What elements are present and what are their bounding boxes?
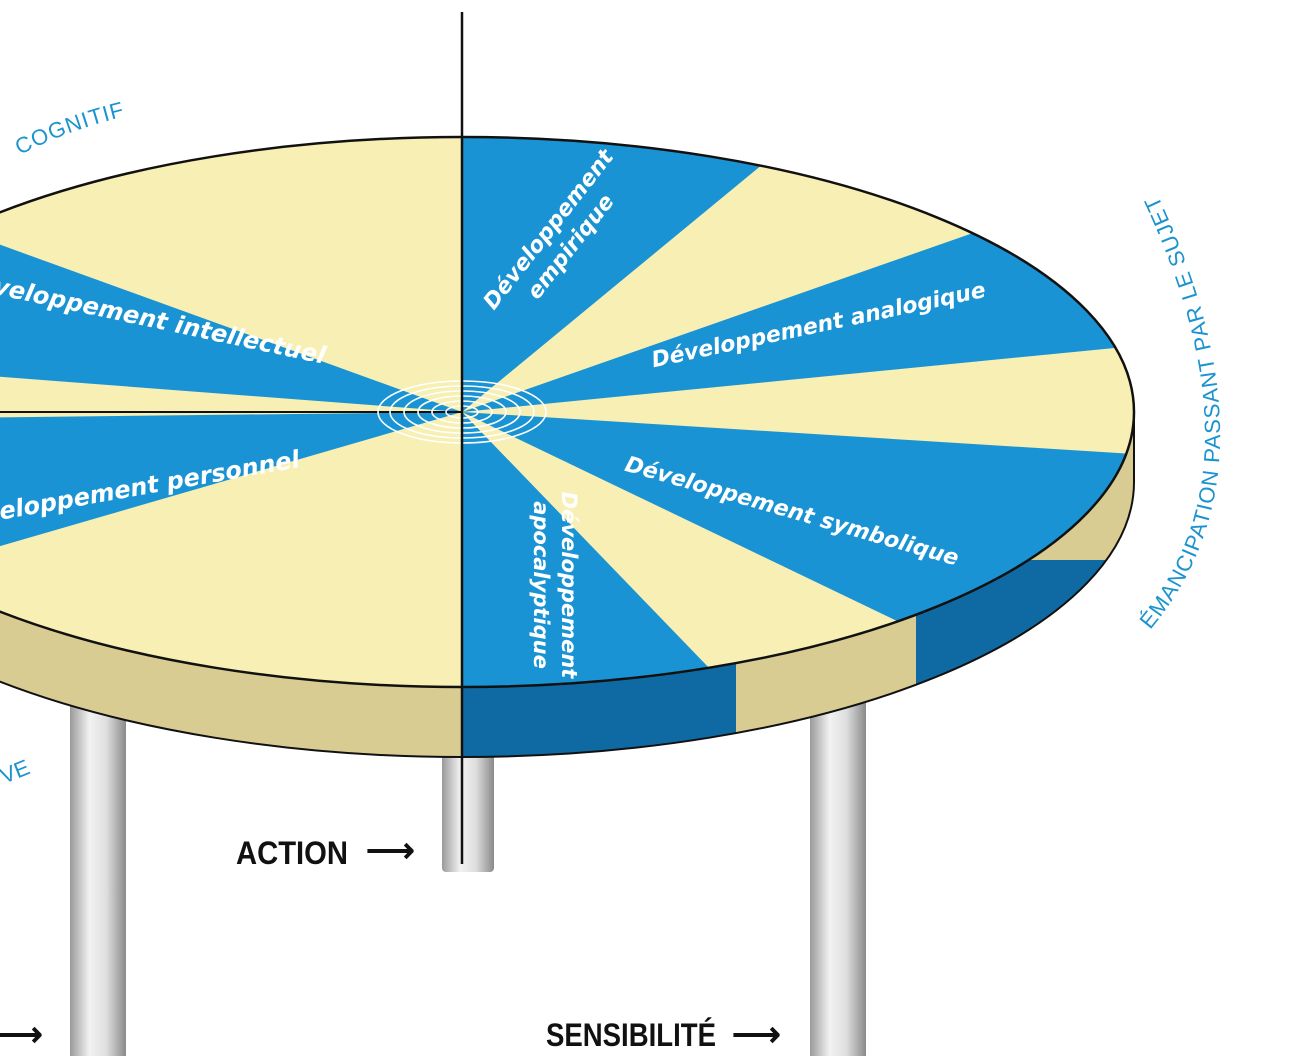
table-top [0, 135, 1136, 689]
arrow-left-leg: ⟶ [0, 1016, 43, 1054]
arrow-action: ⟶ [366, 832, 415, 870]
table-leg-left [70, 700, 126, 1056]
segment-apocalyptique [462, 412, 740, 687]
label-apocalyptique-line1: Développement [557, 492, 581, 680]
segment-empirique [462, 137, 780, 412]
table-leg-center [442, 740, 494, 872]
segment-intellectuel [0, 165, 462, 412]
label-cognitif: COGNITIF [11, 97, 127, 160]
label-apocalyptique-line2: apocalyptique [529, 501, 553, 669]
label-sensibilite: SENSIBILITÉ [546, 1017, 716, 1053]
segment-analogique [462, 220, 1134, 412]
label-bottom-left-fragment: VE [0, 754, 33, 788]
label-emancipation: ÉMANCIPATION PASSANT PAR LE SUJET [1135, 192, 1226, 633]
label-action: ACTION [236, 835, 348, 871]
leg-labels: ACTION ⟶ SENSIBILITÉ ⟶ ⟶ [0, 832, 781, 1054]
table-legs [70, 690, 866, 1056]
segment-symbolique [462, 412, 1134, 632]
segment-personnel [0, 412, 462, 610]
table-leg-right [810, 690, 866, 1056]
arrow-sensibilite: ⟶ [732, 1016, 781, 1054]
